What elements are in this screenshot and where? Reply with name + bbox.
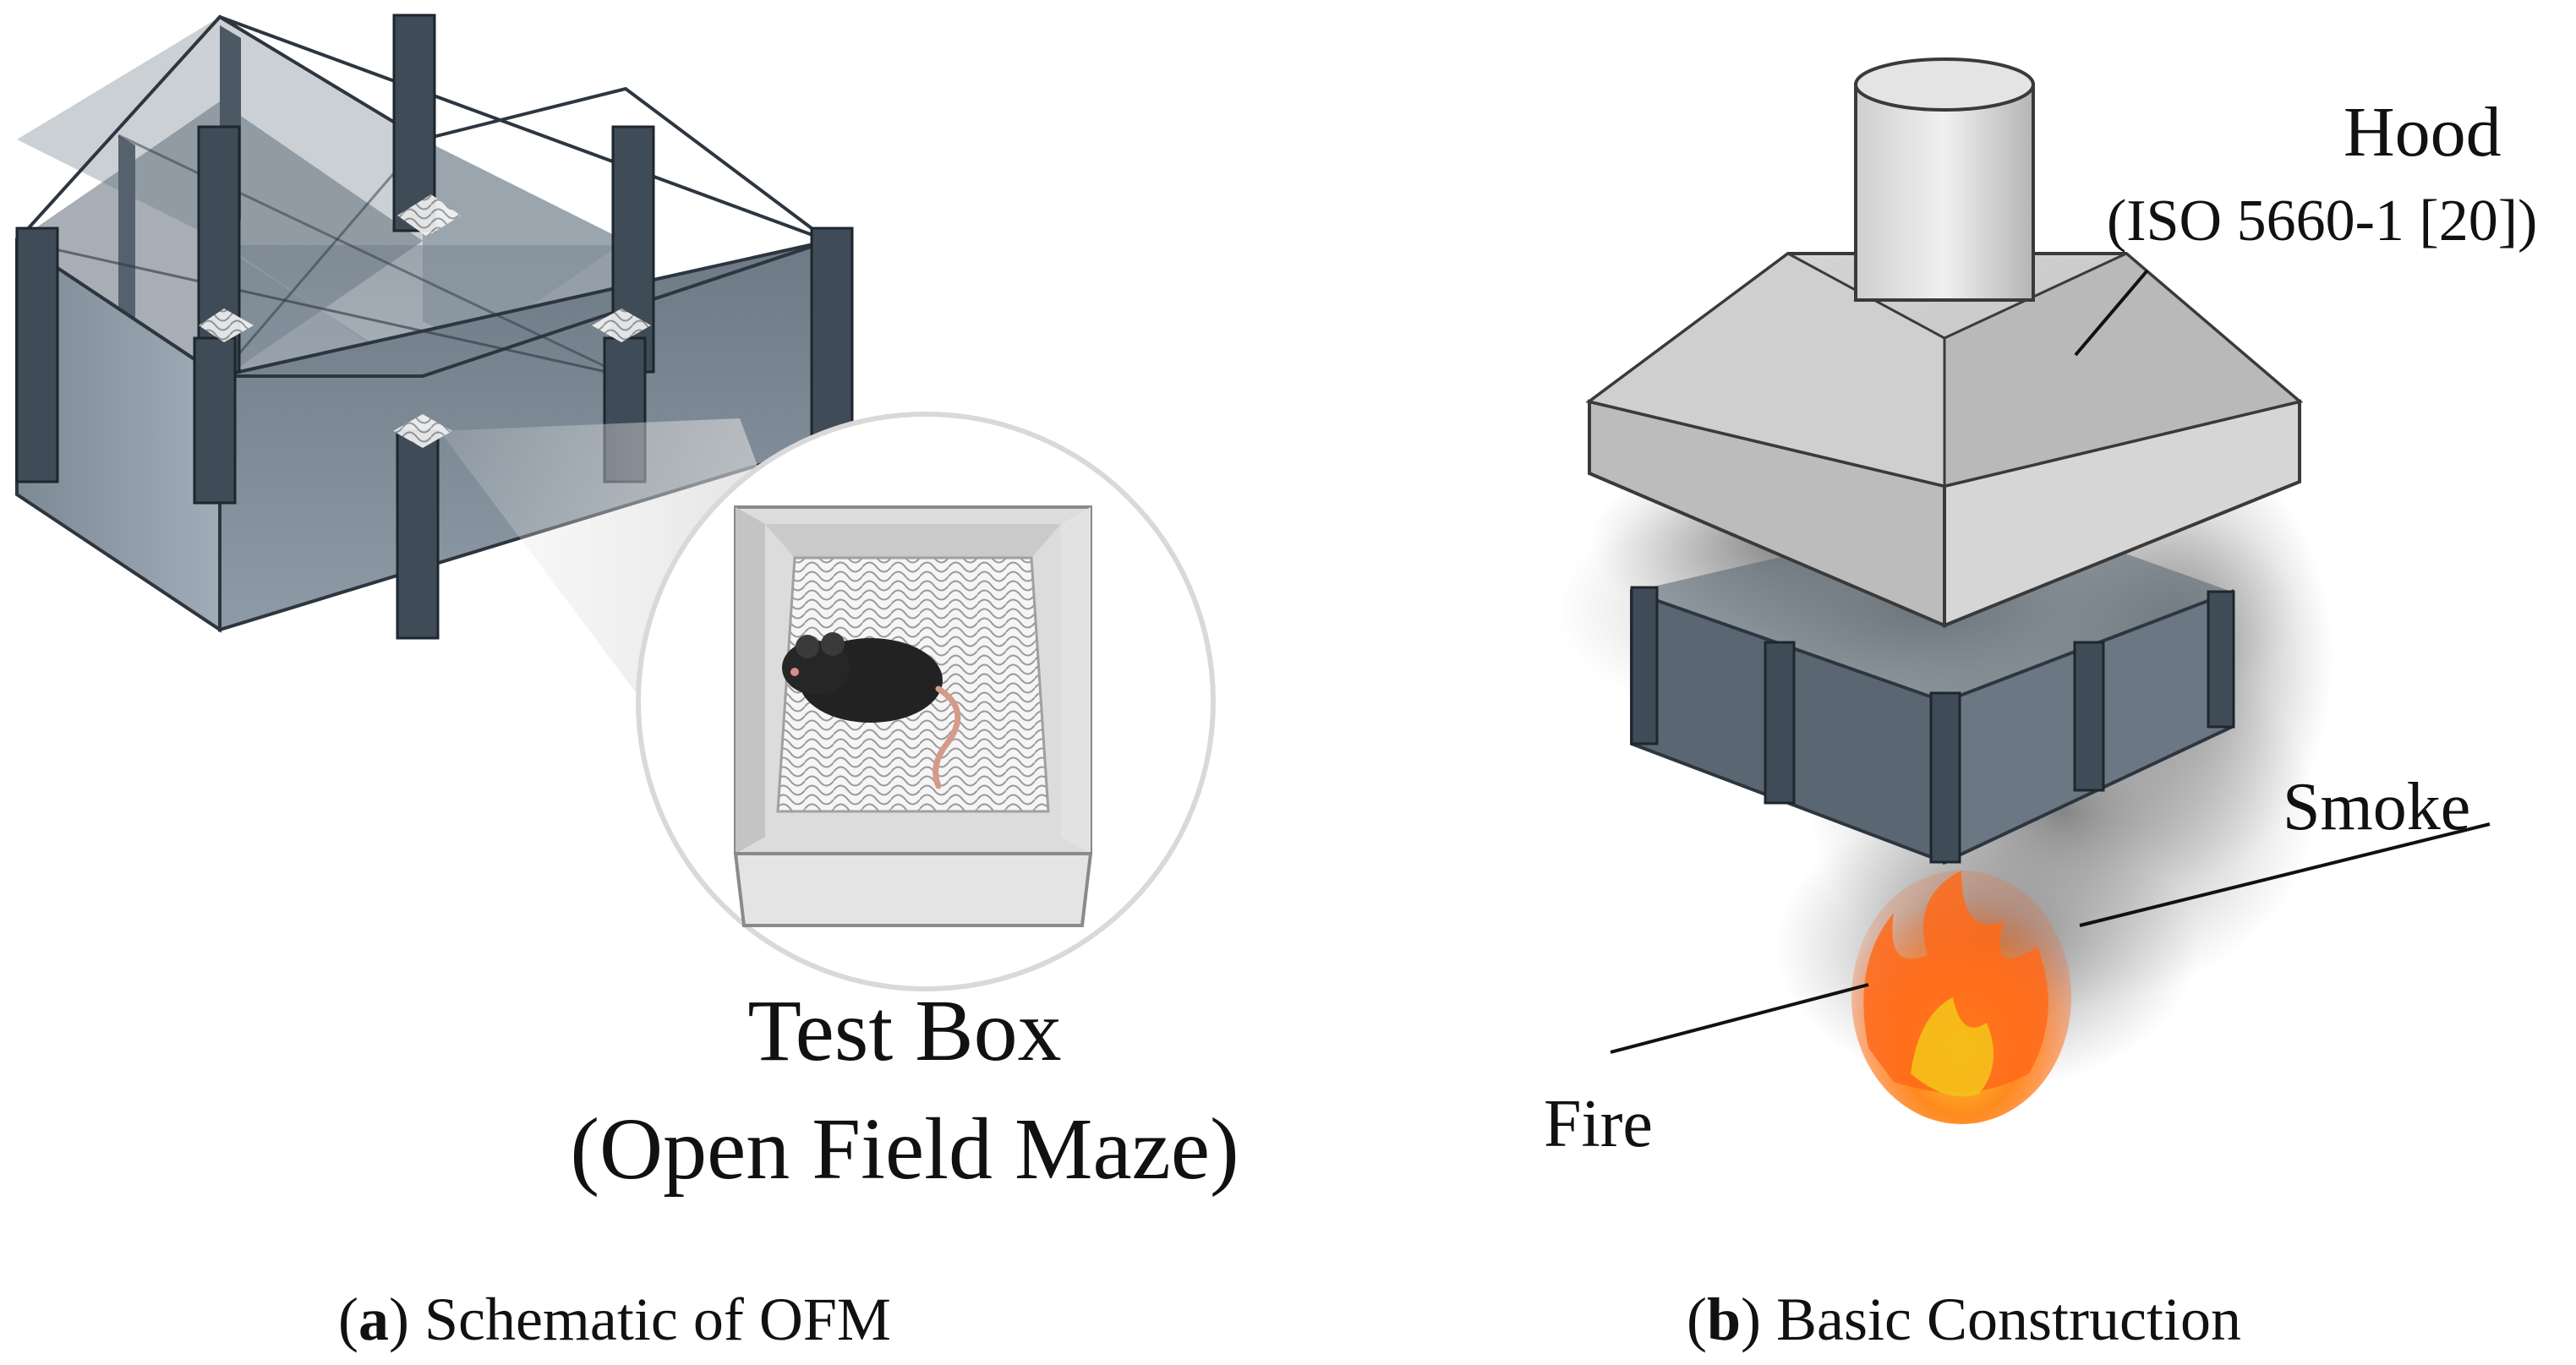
fire-icon (1851, 871, 2071, 1124)
caption-b-text: Basic Construction (1761, 1286, 2241, 1353)
caption-a-open: ( (338, 1286, 358, 1353)
caption-b-open: ( (1687, 1286, 1707, 1353)
open-field-maze-label: (Open Field Maze) (570, 1100, 1239, 1198)
hood-leader-line (2074, 269, 2149, 357)
caption-b-close: ) (1741, 1286, 1762, 1353)
caption-a-letter: a (358, 1286, 389, 1353)
caption-a: (a) Schematic of OFM (338, 1285, 891, 1355)
test-box-detail (636, 412, 1216, 991)
fire-label: Fire (1544, 1087, 1653, 1161)
leader-lines (1610, 269, 2491, 1054)
smoke-leader-line (2079, 822, 2491, 927)
caption-b: (b) Basic Construction (1687, 1285, 2241, 1355)
hood (1585, 57, 2304, 629)
caption-b-letter: b (1706, 1286, 1742, 1353)
rat-icon (782, 632, 961, 789)
hood-reference-label: (ISO 5660-1 [20]) (2107, 188, 2538, 254)
test-box-label: Test Box (747, 982, 1062, 1079)
hood-label: Hood (2344, 93, 2502, 172)
fire-leader-line (1610, 983, 1869, 1054)
smoke-label: Smoke (2283, 770, 2471, 844)
caption-a-close: ) (388, 1286, 409, 1353)
caption-a-text: Schematic of OFM (408, 1286, 891, 1353)
